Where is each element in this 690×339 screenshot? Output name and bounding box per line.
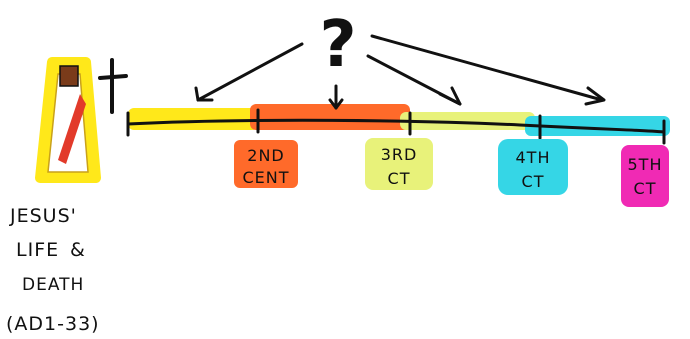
label-box-fourth (498, 139, 568, 195)
timeline-bands (128, 104, 670, 136)
arrow-icon-to-third-century (366, 54, 462, 106)
label-fourth-line2: CT (522, 172, 545, 191)
arrows (194, 34, 606, 110)
caption-line2-sign: & (70, 239, 86, 261)
cross-icon (98, 58, 128, 114)
question-mark-icon: ? (319, 8, 356, 82)
arrow-icon-to-second-century (328, 84, 344, 110)
figure-sash (58, 94, 86, 164)
label-fifth-line1: 5TH (628, 155, 663, 174)
label-boxes (234, 138, 669, 207)
label-fourth-line1: 4TH (516, 148, 551, 167)
label-third-line1: 3RD (381, 145, 418, 164)
label-box-second (234, 140, 298, 188)
jesus-figure-icon (35, 57, 101, 183)
figure-head (59, 65, 79, 87)
timeline-line (126, 118, 666, 134)
caption-line1: JESUS' (9, 205, 77, 227)
label-second-line1: 2ND (247, 146, 284, 165)
caption-line4: (AD1-33) (6, 313, 100, 335)
band-second-century (250, 104, 410, 130)
label-box-third (365, 138, 433, 190)
band-first-century (128, 108, 258, 130)
left-caption: JESUS' LIFE & DEATH (AD1-33) (6, 205, 100, 335)
arrow-icon-to-first-century (194, 42, 304, 102)
label-third-line2: CT (388, 169, 411, 188)
caption-line3: DEATH (22, 275, 84, 295)
label-fifth-line2: CT (634, 179, 657, 198)
label-second-line2: CENT (242, 168, 289, 187)
caption-line2: LIFE (16, 239, 59, 261)
century-labels: 2ND CENT 3RD CT 4TH CT 5TH CT (242, 145, 663, 198)
label-box-fifth (621, 145, 669, 207)
arrow-icon-to-fifth-century (370, 34, 606, 106)
timeline-axis (126, 108, 666, 145)
